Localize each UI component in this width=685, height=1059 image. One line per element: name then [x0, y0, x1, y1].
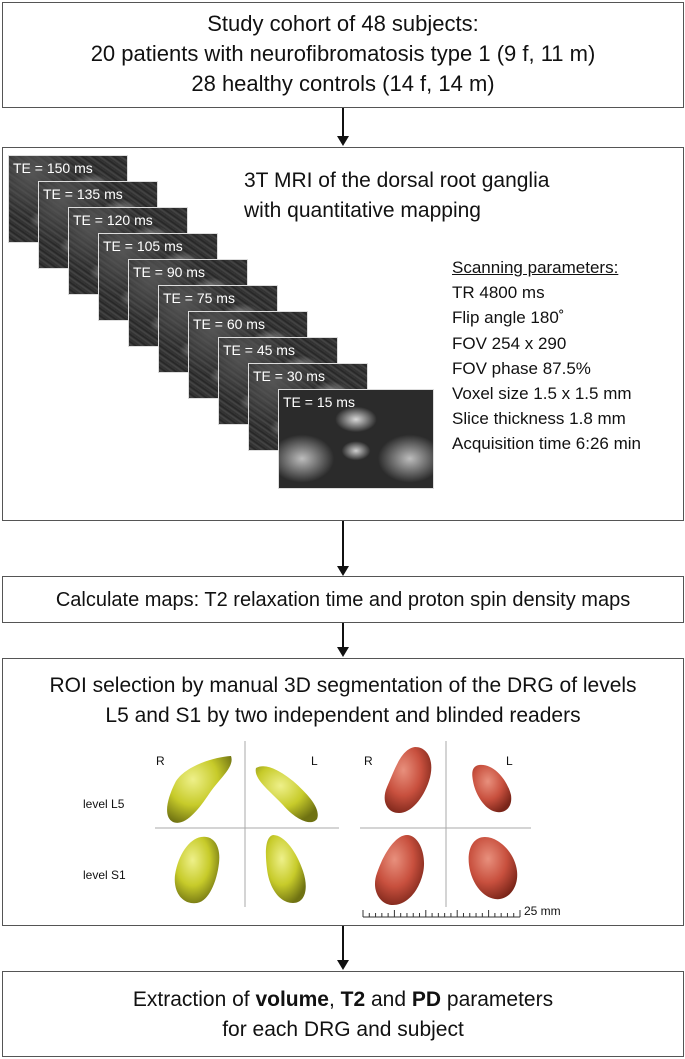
param-acquisition-time: Acquisition time 6:26 min	[452, 434, 641, 454]
extraction-pd: PD	[411, 988, 442, 1011]
extraction-volume: volume	[255, 988, 329, 1011]
extraction-post: parameters	[441, 988, 554, 1011]
te-label: TE = 105 ms	[103, 238, 183, 254]
mri-title-line2: with quantitative mapping	[244, 199, 481, 222]
param-tr: TR 4800 ms	[452, 283, 545, 303]
mri-box: 3T MRI of the dorsal root ganglia with q…	[2, 147, 684, 521]
param-fov: FOV 254 x 290	[452, 333, 567, 353]
te-label: TE = 90 ms	[133, 264, 205, 280]
drg-red-l5-right	[384, 747, 432, 813]
te-label: TE = 120 ms	[73, 212, 153, 228]
maps-box: Calculate maps: T2 relaxation time and p…	[2, 576, 684, 623]
mri-title-line1: 3T MRI of the dorsal root ganglia	[244, 169, 550, 192]
yellow-l-label: L	[311, 754, 318, 768]
red-r-label: R	[364, 754, 373, 768]
drg-yellow-l5-left	[255, 766, 318, 823]
level-s1-label: level S1	[83, 868, 126, 882]
params-header: Scanning parameters:	[452, 258, 619, 277]
cohort-controls: 28 healthy controls (14 f, 14 m)	[191, 71, 495, 96]
te-label: TE = 15 ms	[283, 394, 355, 410]
drg-yellow-s1-left	[265, 835, 306, 903]
mri-slice: TE = 15 ms	[278, 389, 434, 489]
param-fov-phase: FOV phase 87.5%	[452, 358, 591, 378]
arrow-4	[337, 926, 349, 970]
scale-bar	[362, 910, 521, 918]
extraction-box: Extraction of volume, T2 and PD paramete…	[2, 971, 684, 1057]
cohort-box: Study cohort of 48 subjects: 20 patients…	[2, 2, 684, 108]
extraction-sep2: and	[365, 988, 412, 1011]
scanning-parameters: Scanning parameters: TR 4800 ms Flip ang…	[452, 255, 641, 457]
param-voxel-size: Voxel size 1.5 x 1.5 mm	[452, 384, 632, 404]
extraction-pre: Extraction of	[132, 988, 256, 1011]
param-slice-thickness: Slice thickness 1.8 mm	[452, 409, 626, 429]
drg-red-s1-left	[468, 837, 518, 900]
param-flip-angle: Flip angle 180˚	[452, 308, 565, 328]
red-l-label: L	[506, 754, 513, 768]
te-label: TE = 60 ms	[193, 316, 265, 332]
extraction-sep1: ,	[328, 988, 341, 1011]
drg-red-l5-left	[472, 764, 512, 813]
cohort-patients: 20 patients with neurofibromatosis type …	[90, 41, 596, 66]
te-label: TE = 75 ms	[163, 290, 235, 306]
drg-red-s1-right	[374, 835, 425, 905]
arrow-2	[337, 521, 349, 576]
te-label: TE = 135 ms	[43, 186, 123, 202]
te-label: TE = 150 ms	[13, 160, 93, 176]
maps-text: Calculate maps: T2 relaxation time and p…	[55, 589, 631, 611]
te-label: TE = 45 ms	[223, 342, 295, 358]
drg-yellow-l5-right	[167, 756, 232, 823]
yellow-r-label: R	[156, 754, 165, 768]
level-l5-label: level L5	[83, 797, 125, 811]
segmentation-figure	[155, 741, 531, 918]
scale-label: 25 mm	[524, 904, 561, 918]
roi-box: ROI selection by manual 3D segmentation …	[2, 658, 684, 926]
te-label: TE = 30 ms	[253, 368, 325, 384]
extraction-t2: T2	[340, 988, 366, 1011]
roi-line1: ROI selection by manual 3D segmentation …	[49, 674, 637, 697]
cohort-title: Study cohort of 48 subjects:	[207, 11, 479, 36]
extraction-line2: for each DRG and subject	[222, 1018, 464, 1041]
arrow-3	[337, 623, 349, 657]
arrow-1	[337, 108, 349, 146]
roi-line2: L5 and S1 by two independent and blinded…	[105, 704, 581, 727]
drg-yellow-s1-right	[174, 836, 220, 904]
mri-title: 3T MRI of the dorsal root ganglia with q…	[244, 166, 549, 226]
extraction-line1: Extraction of volume, T2 and PD paramete…	[3, 985, 683, 1015]
